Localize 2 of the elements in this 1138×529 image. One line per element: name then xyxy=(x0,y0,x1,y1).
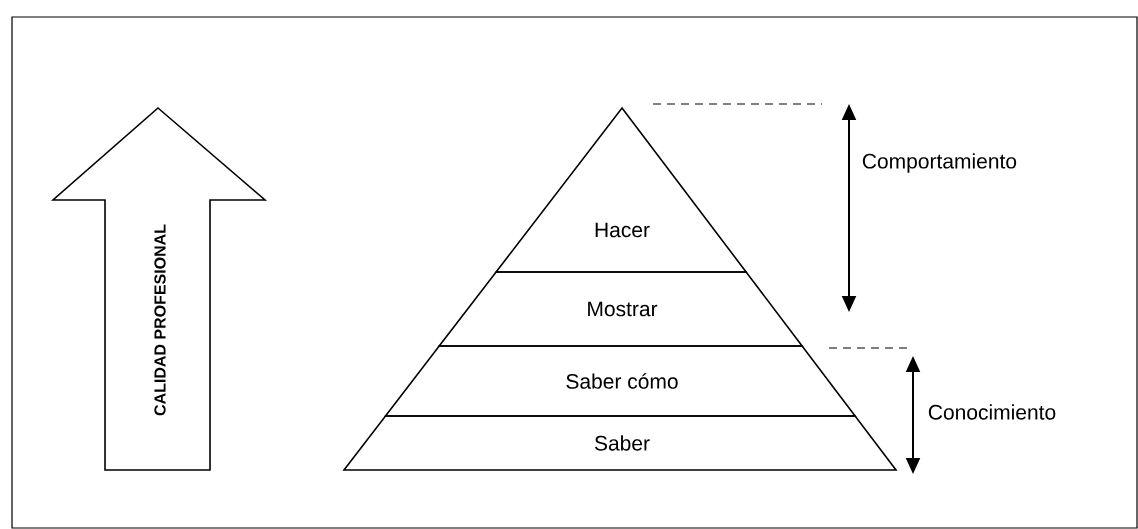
dimension-label: Conocimiento xyxy=(928,404,1056,420)
dimension-label: Comportamiento xyxy=(862,153,1017,173)
